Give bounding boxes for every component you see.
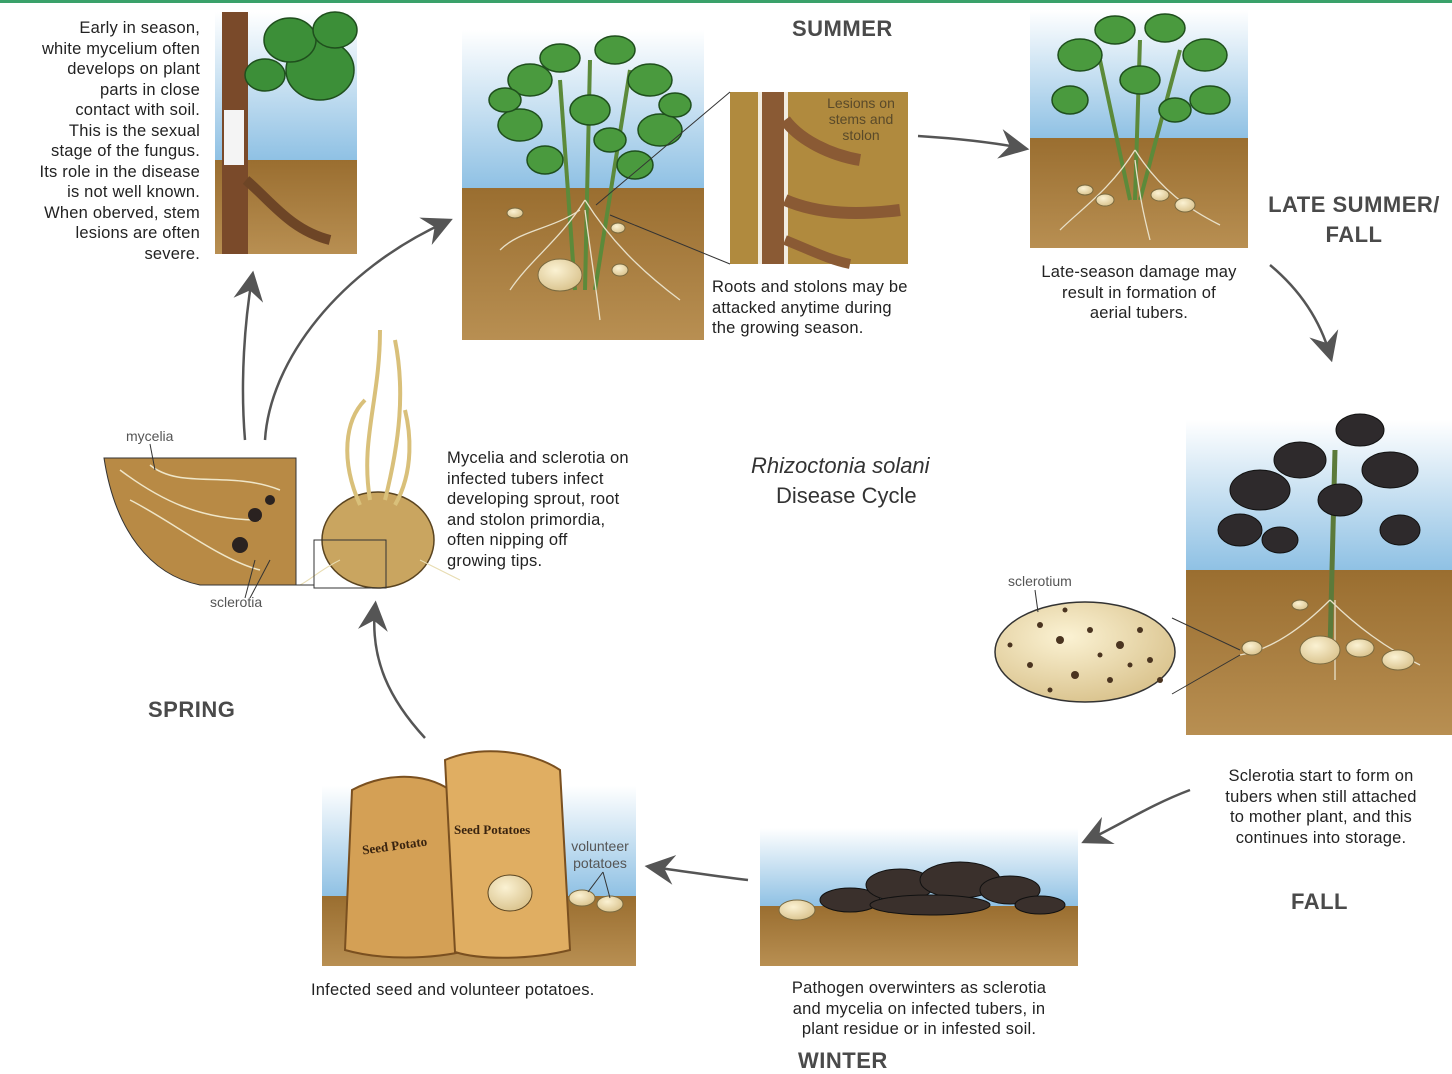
label-line: potatoes	[562, 855, 638, 872]
label-line: stems and	[806, 111, 916, 127]
sprouting-tuber	[300, 330, 460, 588]
season-winter: WINTER	[798, 1048, 888, 1074]
caption-line: the growing season.	[712, 318, 962, 339]
mycelia-closeup	[104, 458, 314, 585]
late-summer-plant-panel	[1030, 10, 1248, 248]
caption-line: contact with soil.	[4, 100, 200, 121]
caption-line: Sclerotia start to form on	[1194, 766, 1448, 787]
season-fall: FALL	[1291, 889, 1348, 915]
caption-roots-stolons: Roots and stolons may be attacked anytim…	[712, 277, 962, 339]
diagram-title-species: Rhizoctonia solani	[751, 453, 930, 479]
caption-line: Its role in the disease	[4, 162, 200, 183]
season-spring: SPRING	[148, 697, 235, 723]
caption-infected-seed: Infected seed and volunteer potatoes.	[311, 980, 671, 1001]
caption-line: growing tips.	[447, 551, 687, 572]
caption-line: white mycelium often	[4, 39, 200, 60]
label-line: stolon	[806, 127, 916, 143]
caption-line: continues into storage.	[1194, 828, 1448, 849]
caption-line: Pathogen overwinters as sclerotia	[752, 978, 1086, 999]
caption-line: attacked anytime during	[712, 298, 962, 319]
season-summer: SUMMER	[792, 16, 893, 42]
caption-line: Early in season,	[4, 18, 200, 39]
winter-residue-panel	[760, 828, 1078, 966]
season-late-summer-line1: LATE SUMMER/	[1256, 190, 1452, 220]
label-sclerotia: sclerotia	[210, 594, 262, 610]
fall-dying-plant-panel	[1186, 414, 1452, 735]
caption-line: Late-season damage may	[1012, 262, 1266, 283]
caption-line: is not well known.	[4, 182, 200, 203]
caption-line: often nipping off	[447, 530, 687, 551]
season-late-summer: LATE SUMMER/ FALL	[1256, 190, 1452, 250]
label-line: volunteer	[562, 838, 638, 855]
caption-sclerotia-form: Sclerotia start to form on tubers when s…	[1194, 766, 1448, 848]
label-lesions: Lesions on stems and stolon	[806, 95, 916, 143]
caption-line: and stolon primordia,	[447, 510, 687, 531]
summer-plant-panel	[462, 30, 704, 340]
caption-line: to mother plant, and this	[1194, 807, 1448, 828]
caption-line: developing sprout, root	[447, 489, 687, 510]
early-season-stem-panel	[215, 12, 357, 254]
caption-line: develops on plant	[4, 59, 200, 80]
caption-line: When oberved, stem	[4, 203, 200, 224]
label-line: Lesions on	[806, 95, 916, 111]
caption-line: aerial tubers.	[1012, 303, 1266, 324]
caption-line: tubers when still attached	[1194, 787, 1448, 808]
caption-line: Mycelia and sclerotia on	[447, 448, 687, 469]
caption-late-season: Late-season damage may result in formati…	[1012, 262, 1266, 324]
caption-line: and mycelia on infected tubers, in	[752, 999, 1086, 1020]
caption-line: Roots and stolons may be	[712, 277, 962, 298]
caption-line: stage of the fungus.	[4, 141, 200, 162]
caption-line: result in formation of	[1012, 283, 1266, 304]
caption-line: severe.	[4, 244, 200, 265]
caption-line: lesions are often	[4, 223, 200, 244]
caption-line: This is the sexual	[4, 121, 200, 142]
bag-label-right: Seed Potatoes	[454, 822, 530, 838]
caption-mycelia-sclerotia: Mycelia and sclerotia on infected tubers…	[447, 448, 687, 571]
caption-early-season: Early in season, white mycelium often de…	[4, 18, 200, 264]
caption-line: infected tubers infect	[447, 469, 687, 490]
caption-overwinter: Pathogen overwinters as sclerotia and my…	[752, 978, 1086, 1040]
caption-line: plant residue or in infested soil.	[752, 1019, 1086, 1040]
label-sclerotium: sclerotium	[1008, 573, 1072, 589]
season-late-summer-line2: FALL	[1256, 220, 1452, 250]
label-volunteer-potatoes: volunteer potatoes	[562, 838, 638, 872]
label-mycelia: mycelia	[126, 428, 173, 444]
diagram-title-cycle: Disease Cycle	[776, 483, 917, 509]
caption-line: parts in close	[4, 80, 200, 101]
